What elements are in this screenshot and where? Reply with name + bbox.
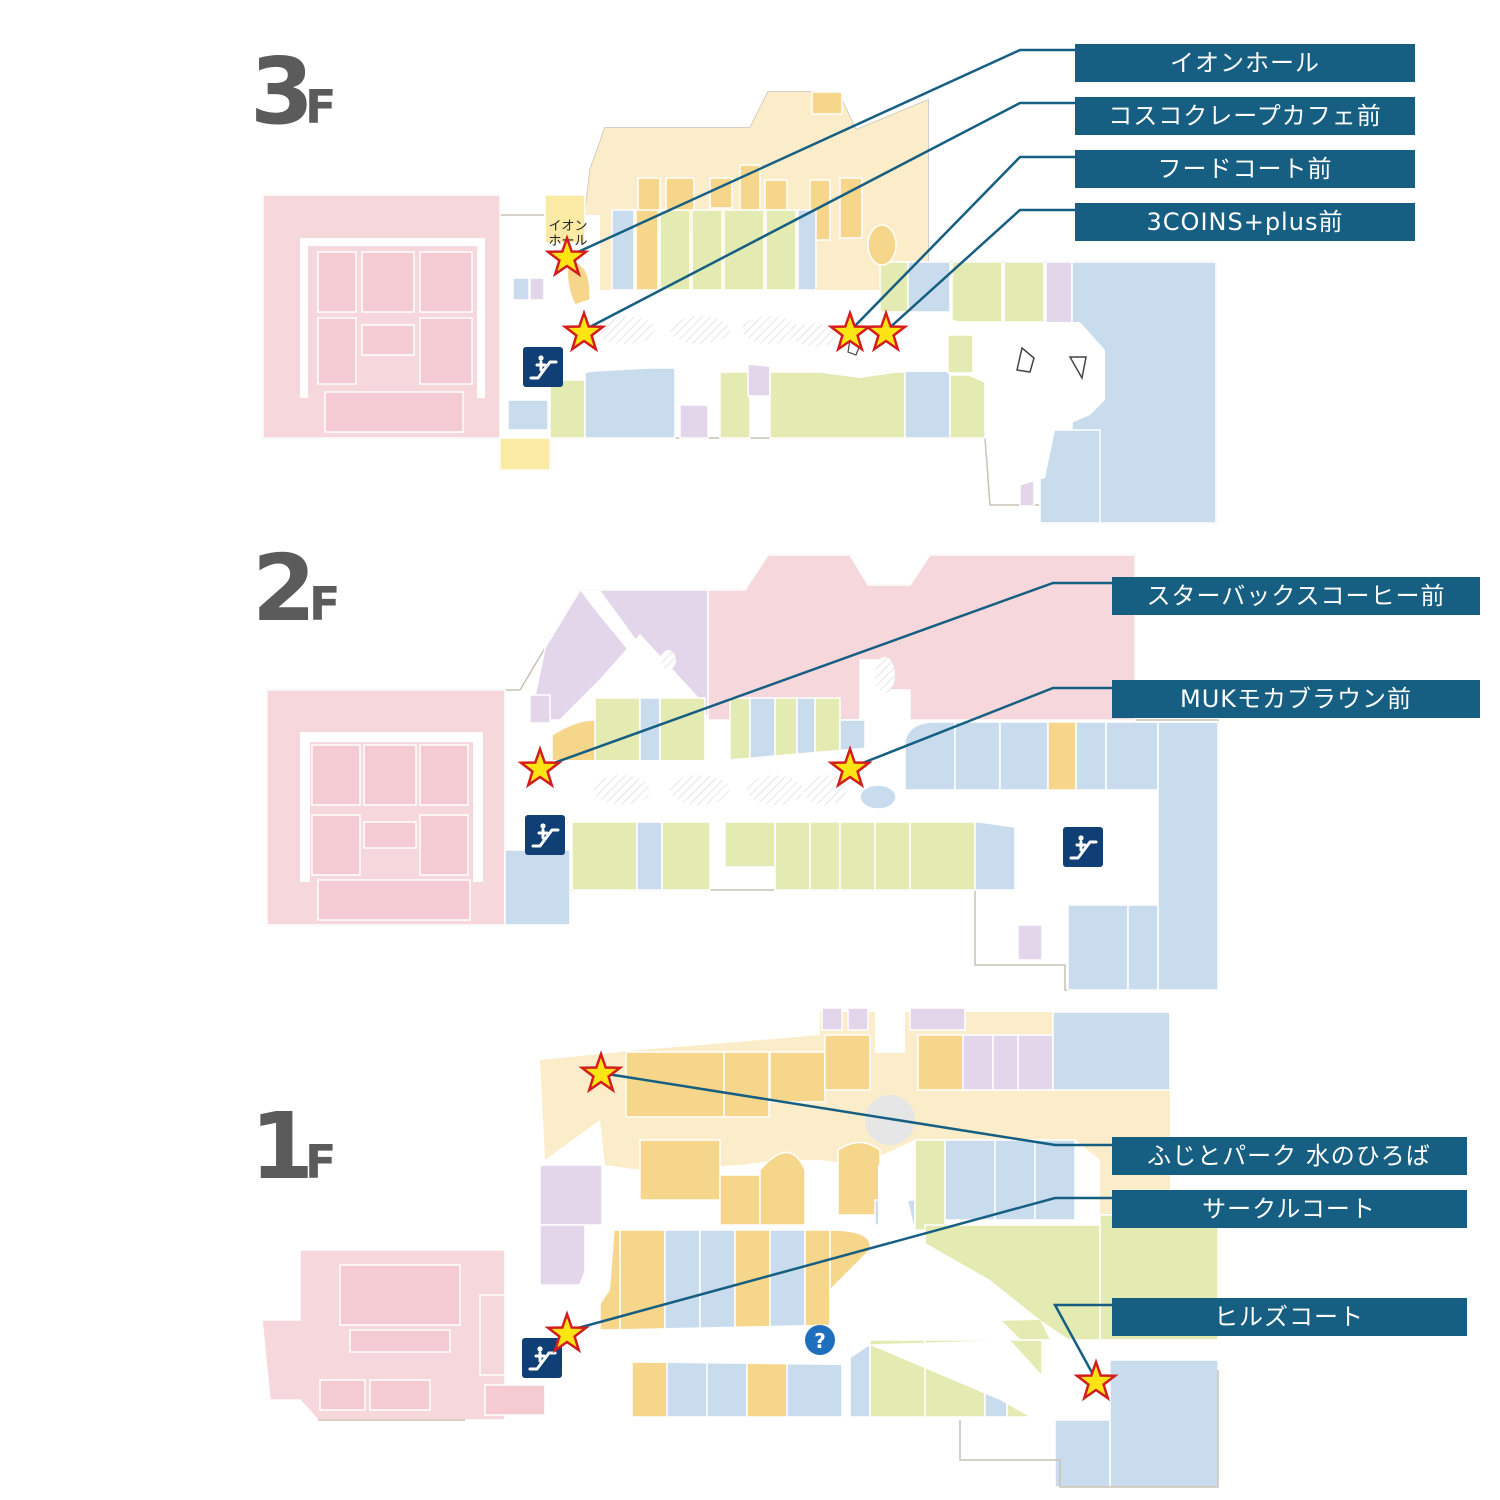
escalator-icon xyxy=(521,345,565,389)
floor-2f: 2 F xyxy=(252,535,1480,991)
callout-circle-court[interactable]: サークルコート xyxy=(1112,1190,1467,1228)
information-icon[interactable]: ? xyxy=(805,1325,835,1355)
callout-label: コスコクレープカフェ前 xyxy=(1108,102,1382,130)
leader-line-circle-court xyxy=(566,1196,1113,1333)
escalator-icon xyxy=(523,813,567,857)
floor-2f-suffix: F xyxy=(309,577,340,631)
floor-1f-plan xyxy=(261,1007,1219,1488)
star-icon[interactable] xyxy=(827,745,873,789)
callout-label: フードコート前 xyxy=(1158,155,1333,183)
star-icon[interactable] xyxy=(544,234,590,278)
star-icon[interactable] xyxy=(827,309,873,353)
star-icon[interactable] xyxy=(578,1050,624,1094)
callout-label: ふじとパーク 水のひろば xyxy=(1147,1142,1431,1170)
callout-label: MUKモカブラウン前 xyxy=(1180,685,1412,713)
star-icon[interactable] xyxy=(561,309,607,353)
star-icon[interactable] xyxy=(517,745,563,789)
floor-1f-suffix: F xyxy=(305,1135,336,1189)
floor-1f-number: 1 xyxy=(250,1093,314,1200)
leader-line-starbucks xyxy=(539,581,1113,770)
callout-label: ヒルズコート xyxy=(1214,1303,1364,1331)
floor-3f-number: 3 xyxy=(250,38,314,145)
callout-label: イオンホール xyxy=(1170,49,1320,77)
callout-aeon-hall[interactable]: イオンホール xyxy=(1075,44,1415,82)
floor-2f-label: 2 F xyxy=(252,535,340,642)
callout-label: スターバックスコーヒー前 xyxy=(1146,582,1445,610)
callout-hills-court[interactable]: ヒルズコート xyxy=(1112,1298,1467,1336)
callout-muk-mocha-brown[interactable]: MUKモカブラウン前 xyxy=(1112,680,1480,718)
floor-3f: 3 F xyxy=(250,38,1415,524)
callout-label: 3COINS+plus前 xyxy=(1147,208,1344,236)
leader-line-hills-court xyxy=(1052,1303,1113,1381)
floor-3f-label: 3 F xyxy=(250,38,336,145)
floor-1f: 1 F xyxy=(250,1007,1467,1488)
aeon-hall-map-label-line1: イオン xyxy=(548,219,587,234)
information-glyph: ? xyxy=(814,1329,826,1353)
callout-3coins-plus[interactable]: 3COINS+plus前 xyxy=(1075,203,1415,241)
floor-3f-suffix: F xyxy=(305,80,336,134)
escalator-icon xyxy=(1061,825,1105,869)
callout-fujito-park-water-plaza[interactable]: ふじとパーク 水のひろば xyxy=(1112,1137,1467,1175)
callout-label: サークルコート xyxy=(1202,1195,1376,1223)
leader-line-muk-mocha-brown xyxy=(849,686,1113,770)
floor-2f-number: 2 xyxy=(252,535,316,642)
floor-3f-plan xyxy=(262,91,1217,524)
leader-line-aeon-hall xyxy=(566,48,1077,259)
callout-cosco-crepe-cafe[interactable]: コスコクレープカフェ前 xyxy=(1075,97,1415,135)
floor-2f-plan xyxy=(266,554,1219,991)
star-icon[interactable] xyxy=(863,309,909,353)
callout-food-court[interactable]: フードコート前 xyxy=(1075,150,1415,188)
star-icon[interactable] xyxy=(1073,1358,1119,1402)
leader-line-food-court xyxy=(849,155,1077,332)
leader-line-water-plaza xyxy=(600,1071,1113,1147)
callout-starbucks-coffee[interactable]: スターバックスコーヒー前 xyxy=(1112,577,1480,615)
leader-line-cosco-crepe xyxy=(583,101,1077,332)
floor-1f-label: 1 F xyxy=(250,1093,336,1200)
leader-line-3coins xyxy=(885,208,1077,332)
star-icon[interactable] xyxy=(544,1310,590,1354)
